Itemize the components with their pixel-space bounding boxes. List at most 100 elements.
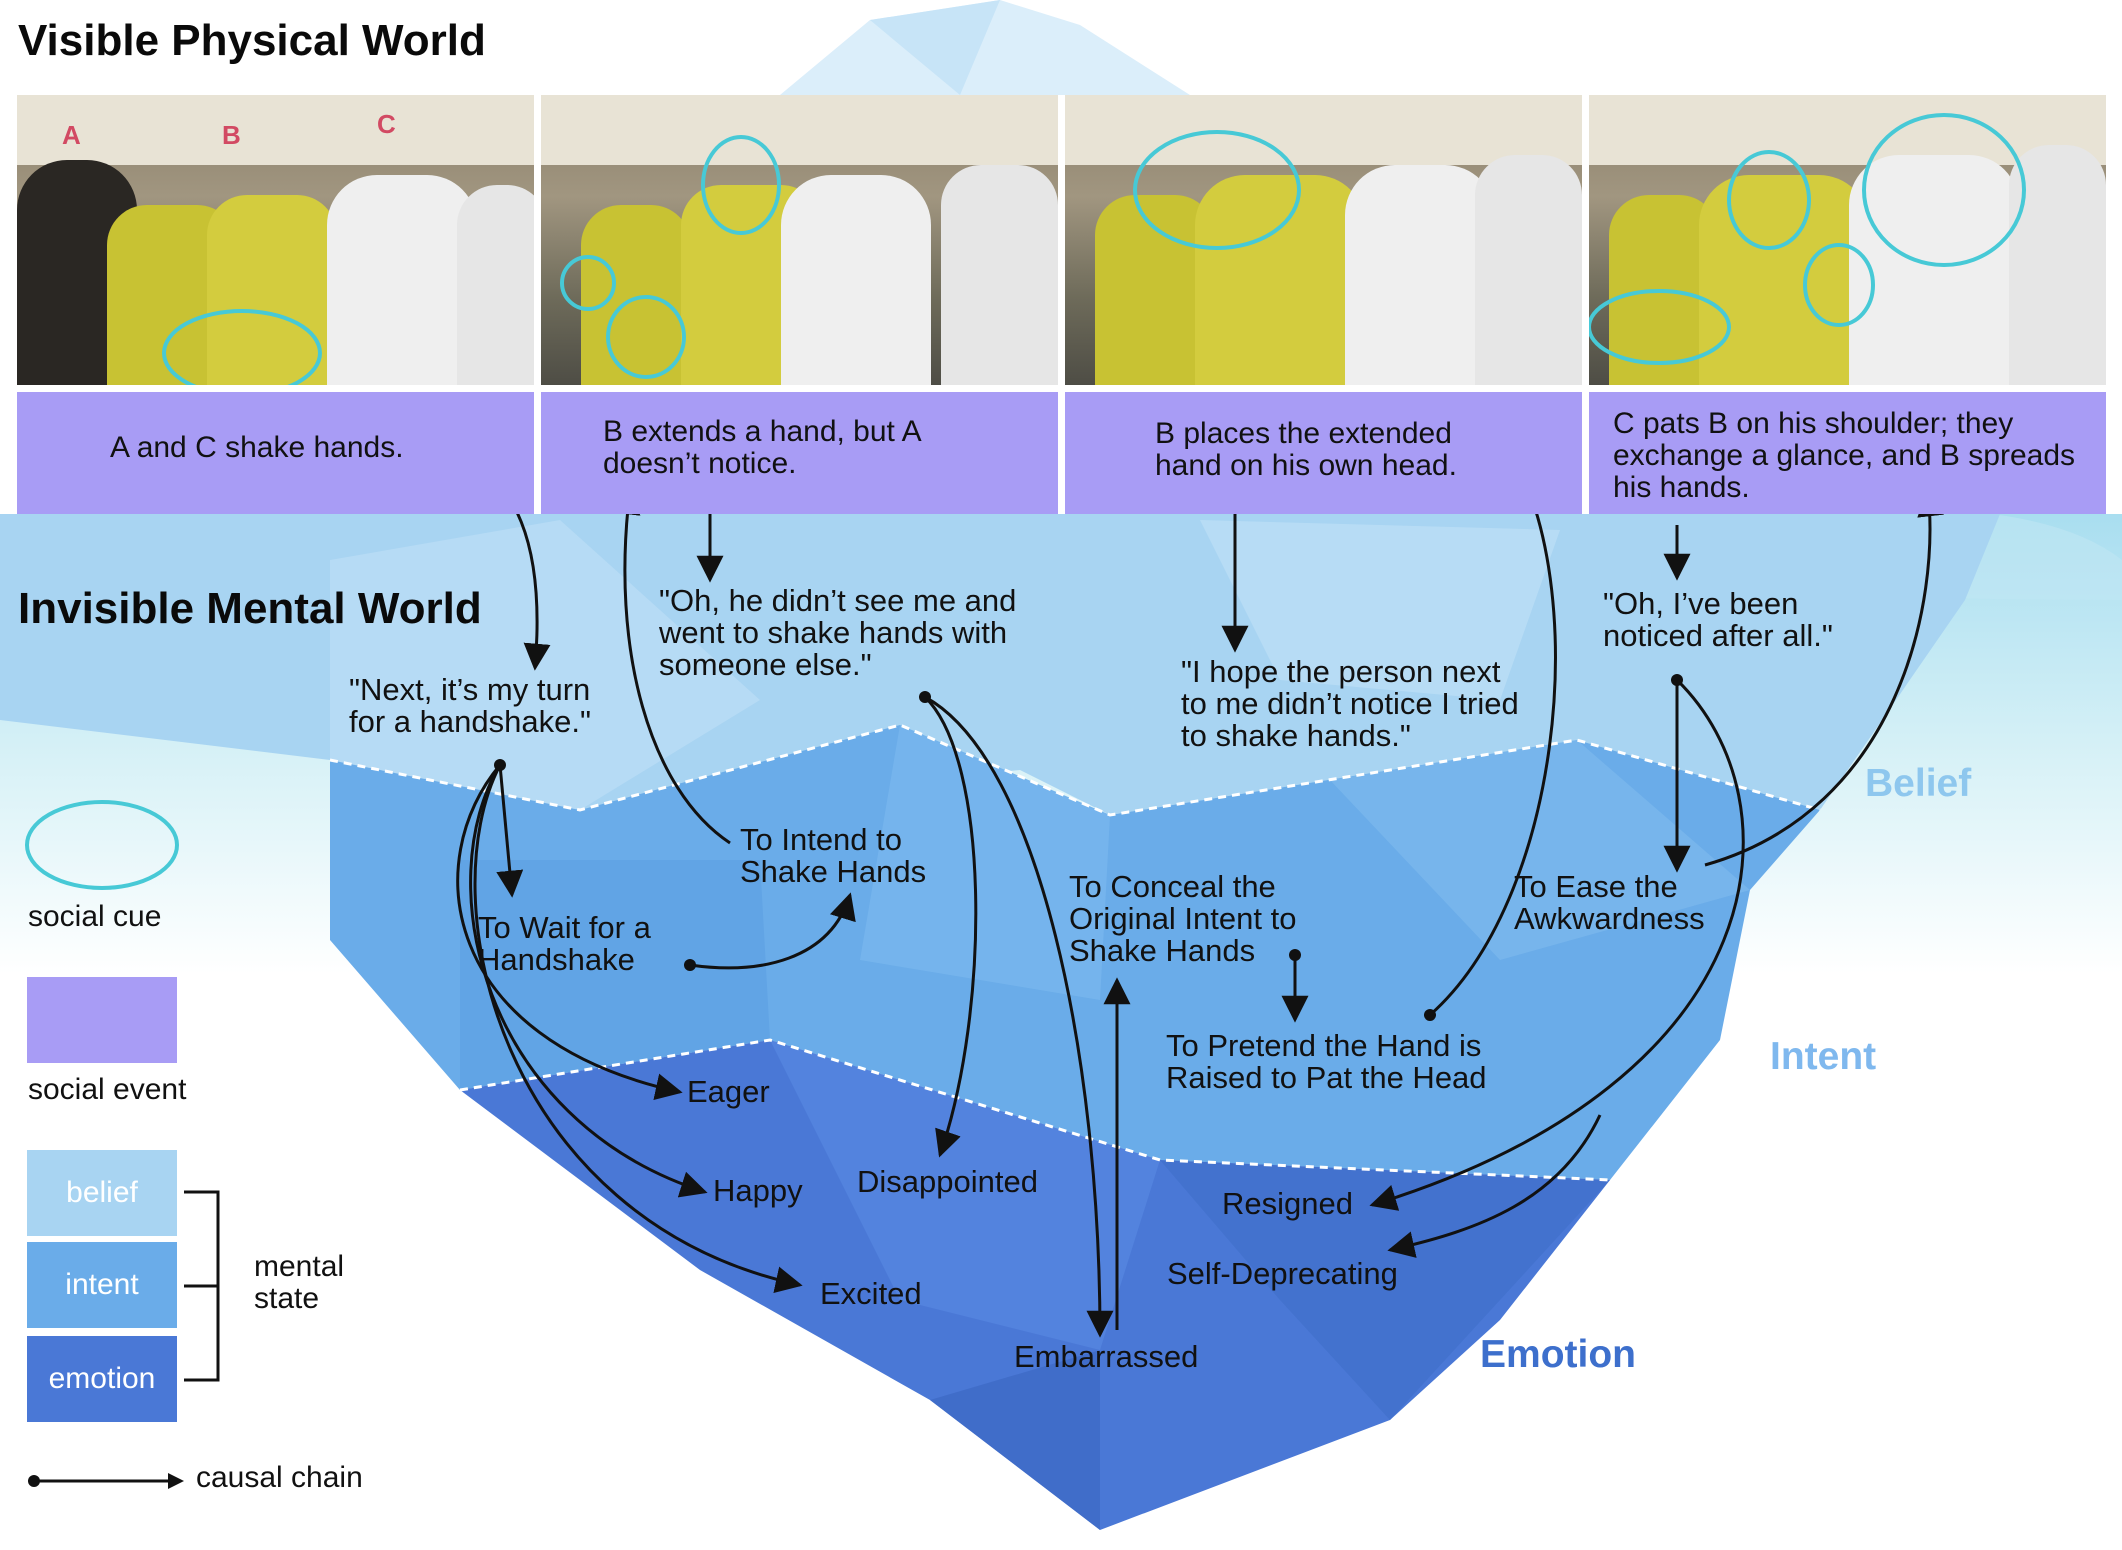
causal-dot [494,759,506,771]
legend-social-cue: social cue [28,900,162,933]
emotion-node-eager: Eager [687,1074,770,1109]
emotion-node-excited: Excited [820,1276,922,1311]
social-cue-ellipse [1589,289,1731,365]
social-cue-ellipse [606,295,686,379]
player-silhouette [457,185,534,385]
intent-node-shake: To Intend to Shake Hands [740,822,927,889]
video-frame-3 [1065,95,1582,385]
causal-dot [1671,674,1683,686]
causal-arrow [689,892,856,970]
causal-arrow [923,695,978,1158]
social-cue-ellipse [1727,150,1811,250]
iceberg-tip-facet [870,0,1000,95]
social-cue-legend-icon [25,800,179,890]
belief-node-2: "Oh, he didn’t see me and went to shake … [659,583,1017,682]
causal-arrow [613,487,731,845]
emotion-node-embarrassed: Embarrassed [1014,1339,1199,1374]
belief-node-3: "I hope the person next to me didn’t not… [1181,654,1519,753]
social-cue-ellipse [1862,113,2026,267]
social-event-2: B extends a hand, but A doesn’t notice. [603,415,920,480]
person-label-c: C [377,109,396,139]
causal-arrow [1369,678,1745,1211]
intent-node-ease: To Ease the Awkwardness [1514,869,1705,936]
mental-state-bracket [184,1190,220,1382]
player-silhouette [327,175,477,385]
intent-facet [1330,740,1750,960]
social-event-box-3: B places the extended hand on his own he… [1065,392,1582,514]
social-event-1: A and C shake hands. [110,431,404,464]
intent-node-wait: To Wait for a Handshake [478,910,651,977]
belief-node-1: "Next, it’s my turn for a handshake." [349,672,591,739]
causal-arrow [1387,1114,1602,1258]
social-cue-ellipse [1803,243,1875,327]
referee-silhouette [1195,175,1365,385]
causal-dot [1289,949,1301,961]
player-silhouette [941,165,1058,385]
causal-arrows [439,446,1945,1338]
intent-node-pretend: To Pretend the Hand is Raised to Pat the… [1166,1028,1487,1095]
person-label-a: A [62,120,81,150]
legend-belief-swatch: belief [27,1150,177,1236]
social-cue-ellipse [1133,130,1301,250]
emotion-node-self-deprecating: Self-Deprecating [1167,1256,1398,1291]
video-frame-2 [541,95,1058,385]
intent-facet [860,725,1110,1000]
causal-arrow [456,764,683,1101]
emotion-facet [930,1350,1100,1530]
referee-silhouette [1699,175,1869,385]
mental-world-title: Invisible Mental World [18,584,482,633]
causal-arrow [1429,457,1557,1017]
social-event-box-4: C pats B on his shoulder; they exchange … [1589,392,2106,514]
emotion-node-resigned: Resigned [1222,1186,1353,1221]
causal-arrow [1704,489,1945,867]
stand-banner [541,95,1058,165]
emotion-node-happy: Happy [713,1173,803,1208]
referee-silhouette [581,205,691,385]
social-event-box-2: B extends a hand, but A doesn’t notice. [541,392,1058,514]
social-event-3: B places the extended hand on his own he… [1155,417,1457,482]
causal-arrow [496,764,524,898]
social-event-legend-swatch [27,977,177,1063]
causal-arrow [924,695,1114,1338]
cue-overlay [162,309,322,385]
legend-intent-swatch: intent [27,1242,177,1328]
emotion-node-disappointed: Disappointed [857,1164,1038,1199]
causal-chain-legend-icon [28,1473,184,1489]
social-cue-ellipse [162,309,322,385]
video-frame-1: A B C [17,95,534,385]
player-silhouette [1345,165,1495,385]
player-silhouette [1475,155,1582,385]
player-silhouette [781,175,931,385]
cue-overlay [560,135,781,379]
stand-banner [1589,95,2106,165]
stand-banner [17,95,534,165]
emotion-facet [1160,1160,1610,1420]
person-label-b: B [222,120,241,150]
belief-intent-boundary [329,723,1821,817]
social-cue-ellipse [560,255,616,311]
social-event-4: C pats B on his shoulder; they exchange … [1613,407,2075,504]
legend-social-event: social event [28,1073,187,1106]
cue-overlay [1133,130,1301,250]
player-silhouette [1849,155,2019,385]
intent-node-conceal: To Conceal the Original Intent to Shake … [1069,869,1297,968]
legend-emotion-swatch: emotion [27,1336,177,1422]
belief-facet [1200,520,1560,700]
video-frame-4 [1589,95,2106,385]
legend-causal-chain: causal chain [196,1461,363,1494]
referee-silhouette [207,195,337,385]
legend-mental-state: mental state [254,1250,345,1315]
physical-world-title: Visible Physical World [18,16,486,65]
level-label-belief: Belief [1865,762,1972,805]
level-label-emotion: Emotion [1480,1333,1636,1376]
level-label-intent: Intent [1770,1035,1877,1078]
social-event-box-1: A and C shake hands. [17,392,534,514]
causal-dot [684,959,696,971]
belief-node-4: "Oh, I’ve been noticed after all." [1603,586,1833,653]
emotion-facet [770,1040,1160,1350]
social-cue-ellipse [701,135,781,235]
causal-dot [919,691,931,703]
causal-dot [1424,1009,1436,1021]
causal-arrow [473,764,803,1294]
